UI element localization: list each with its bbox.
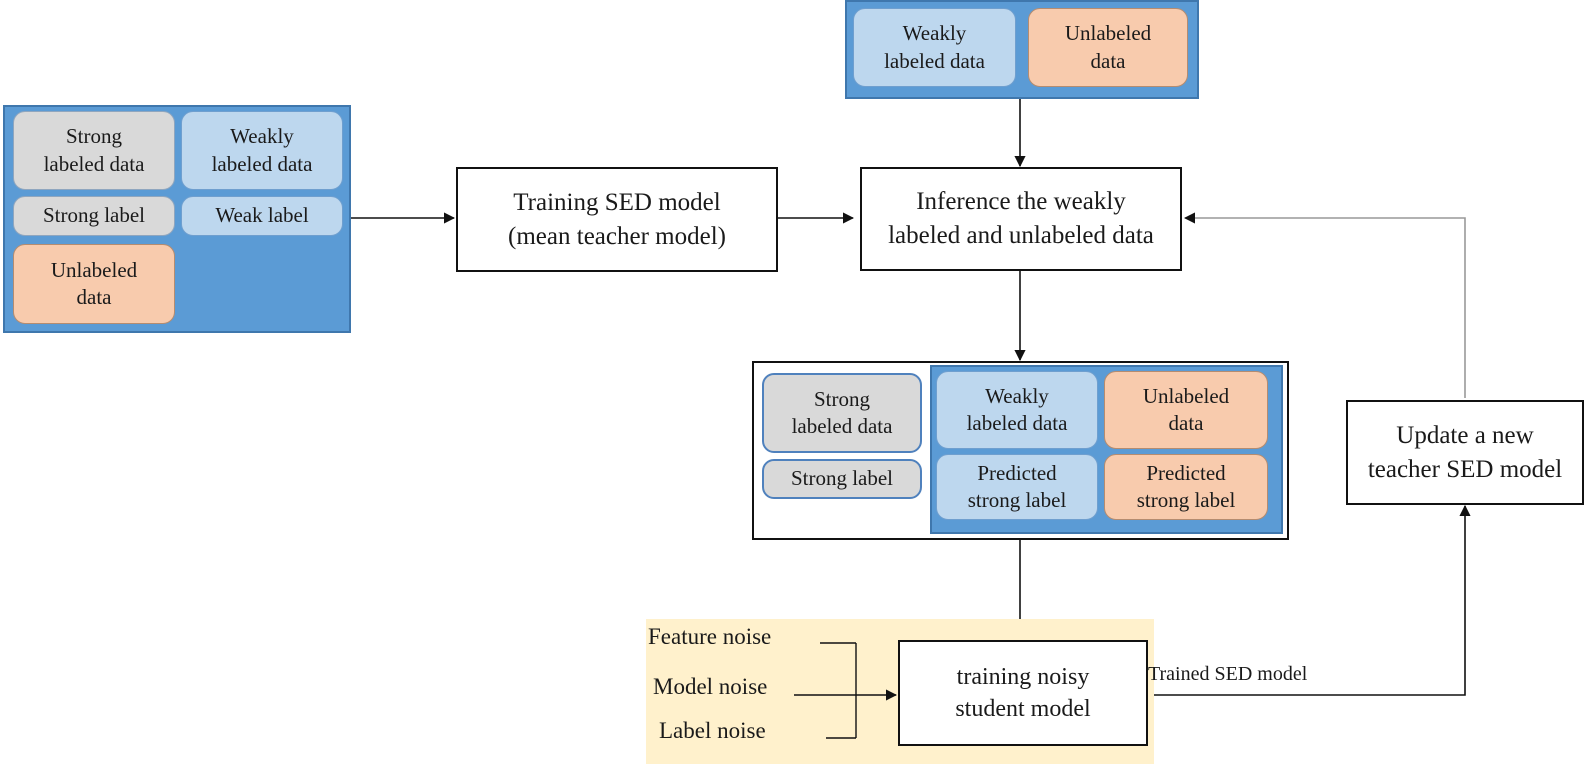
top-unlabeled-data-chip: Unlabeled data — [1028, 8, 1188, 87]
combined-data-panel: Strong labeled data Strong label Weakly … — [752, 361, 1289, 540]
inference-input-panel: Weakly labeled data Unlabeled data — [845, 0, 1199, 99]
strong-labeled-data-chip: Strong labeled data — [13, 111, 175, 190]
top-weakly-labeled-data-chip: Weakly labeled data — [853, 8, 1016, 87]
strong-label-chip: Strong label — [13, 196, 175, 236]
arrow-update-to-inference — [1183, 212, 1466, 398]
predicted-label-panel: Weakly labeled data Unlabeled data Predi… — [930, 365, 1283, 534]
combined-strong-label-chip: Strong label — [762, 459, 922, 499]
training-sed-model-box: Training SED model (mean teacher model) — [456, 167, 778, 272]
predicted-strong-label-weak-chip: Predicted strong label — [936, 454, 1098, 520]
label-noise-label: Label noise — [659, 718, 766, 743]
feature-noise-label: Feature noise — [648, 624, 772, 649]
update-teacher-model-box: Update a new teacher SED model — [1346, 400, 1584, 505]
noisy-student-model-box: training noisy student model — [898, 640, 1148, 746]
model-noise-label: Model noise — [653, 674, 768, 699]
arrow-student-to-update — [1150, 504, 1471, 696]
noise-bracket — [794, 642, 898, 739]
combined-strong-labeled-data-chip: Strong labeled data — [762, 373, 922, 453]
predicted-strong-label-unlabeled-chip: Predicted strong label — [1104, 454, 1268, 520]
input-data-panel: Strong labeled data Weakly labeled data … — [3, 105, 351, 333]
combined-unlabeled-data-chip: Unlabeled data — [1104, 371, 1268, 449]
combined-weakly-labeled-data-chip: Weakly labeled data — [936, 371, 1098, 449]
inference-box: Inference the weakly labeled and unlabel… — [860, 167, 1182, 271]
weak-label-chip: Weak label — [181, 196, 343, 236]
noise-panel: Feature noise Model noise Label noise tr… — [646, 619, 1307, 764]
unlabeled-data-chip: Unlabeled data — [13, 244, 175, 324]
trained-sed-model-label: Trained SED model — [1148, 663, 1308, 685]
weakly-labeled-data-chip: Weakly labeled data — [181, 111, 343, 190]
